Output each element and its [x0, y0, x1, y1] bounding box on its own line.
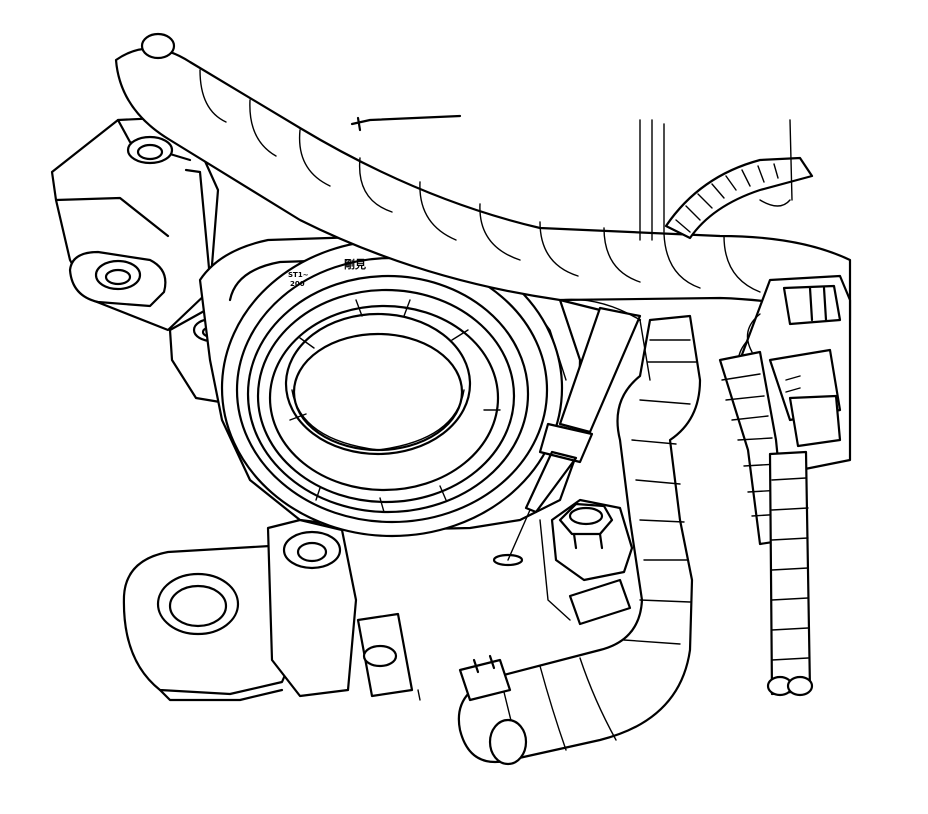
- seal-marking-top: ST1~: [288, 271, 309, 279]
- mounting-tab-left: [68, 250, 167, 308]
- seal-marking-main: 剛見: [344, 257, 366, 271]
- corrugated-conduit: [664, 156, 814, 240]
- boss-lower: [266, 518, 414, 698]
- wiring-harness-lower: [457, 314, 702, 766]
- mounting-bolt: [550, 498, 634, 582]
- rear-main-seal-assembly: 剛見 ST1~ 200: [220, 238, 564, 538]
- installer-tool-rod: [492, 306, 642, 567]
- mounting-bracket-lower: [122, 544, 302, 702]
- seal-marking-bottom: 200: [290, 280, 305, 288]
- background-outline-mid: [417, 298, 651, 701]
- vertical-wire-bundle: [766, 450, 814, 697]
- background-outline-right: [639, 119, 793, 241]
